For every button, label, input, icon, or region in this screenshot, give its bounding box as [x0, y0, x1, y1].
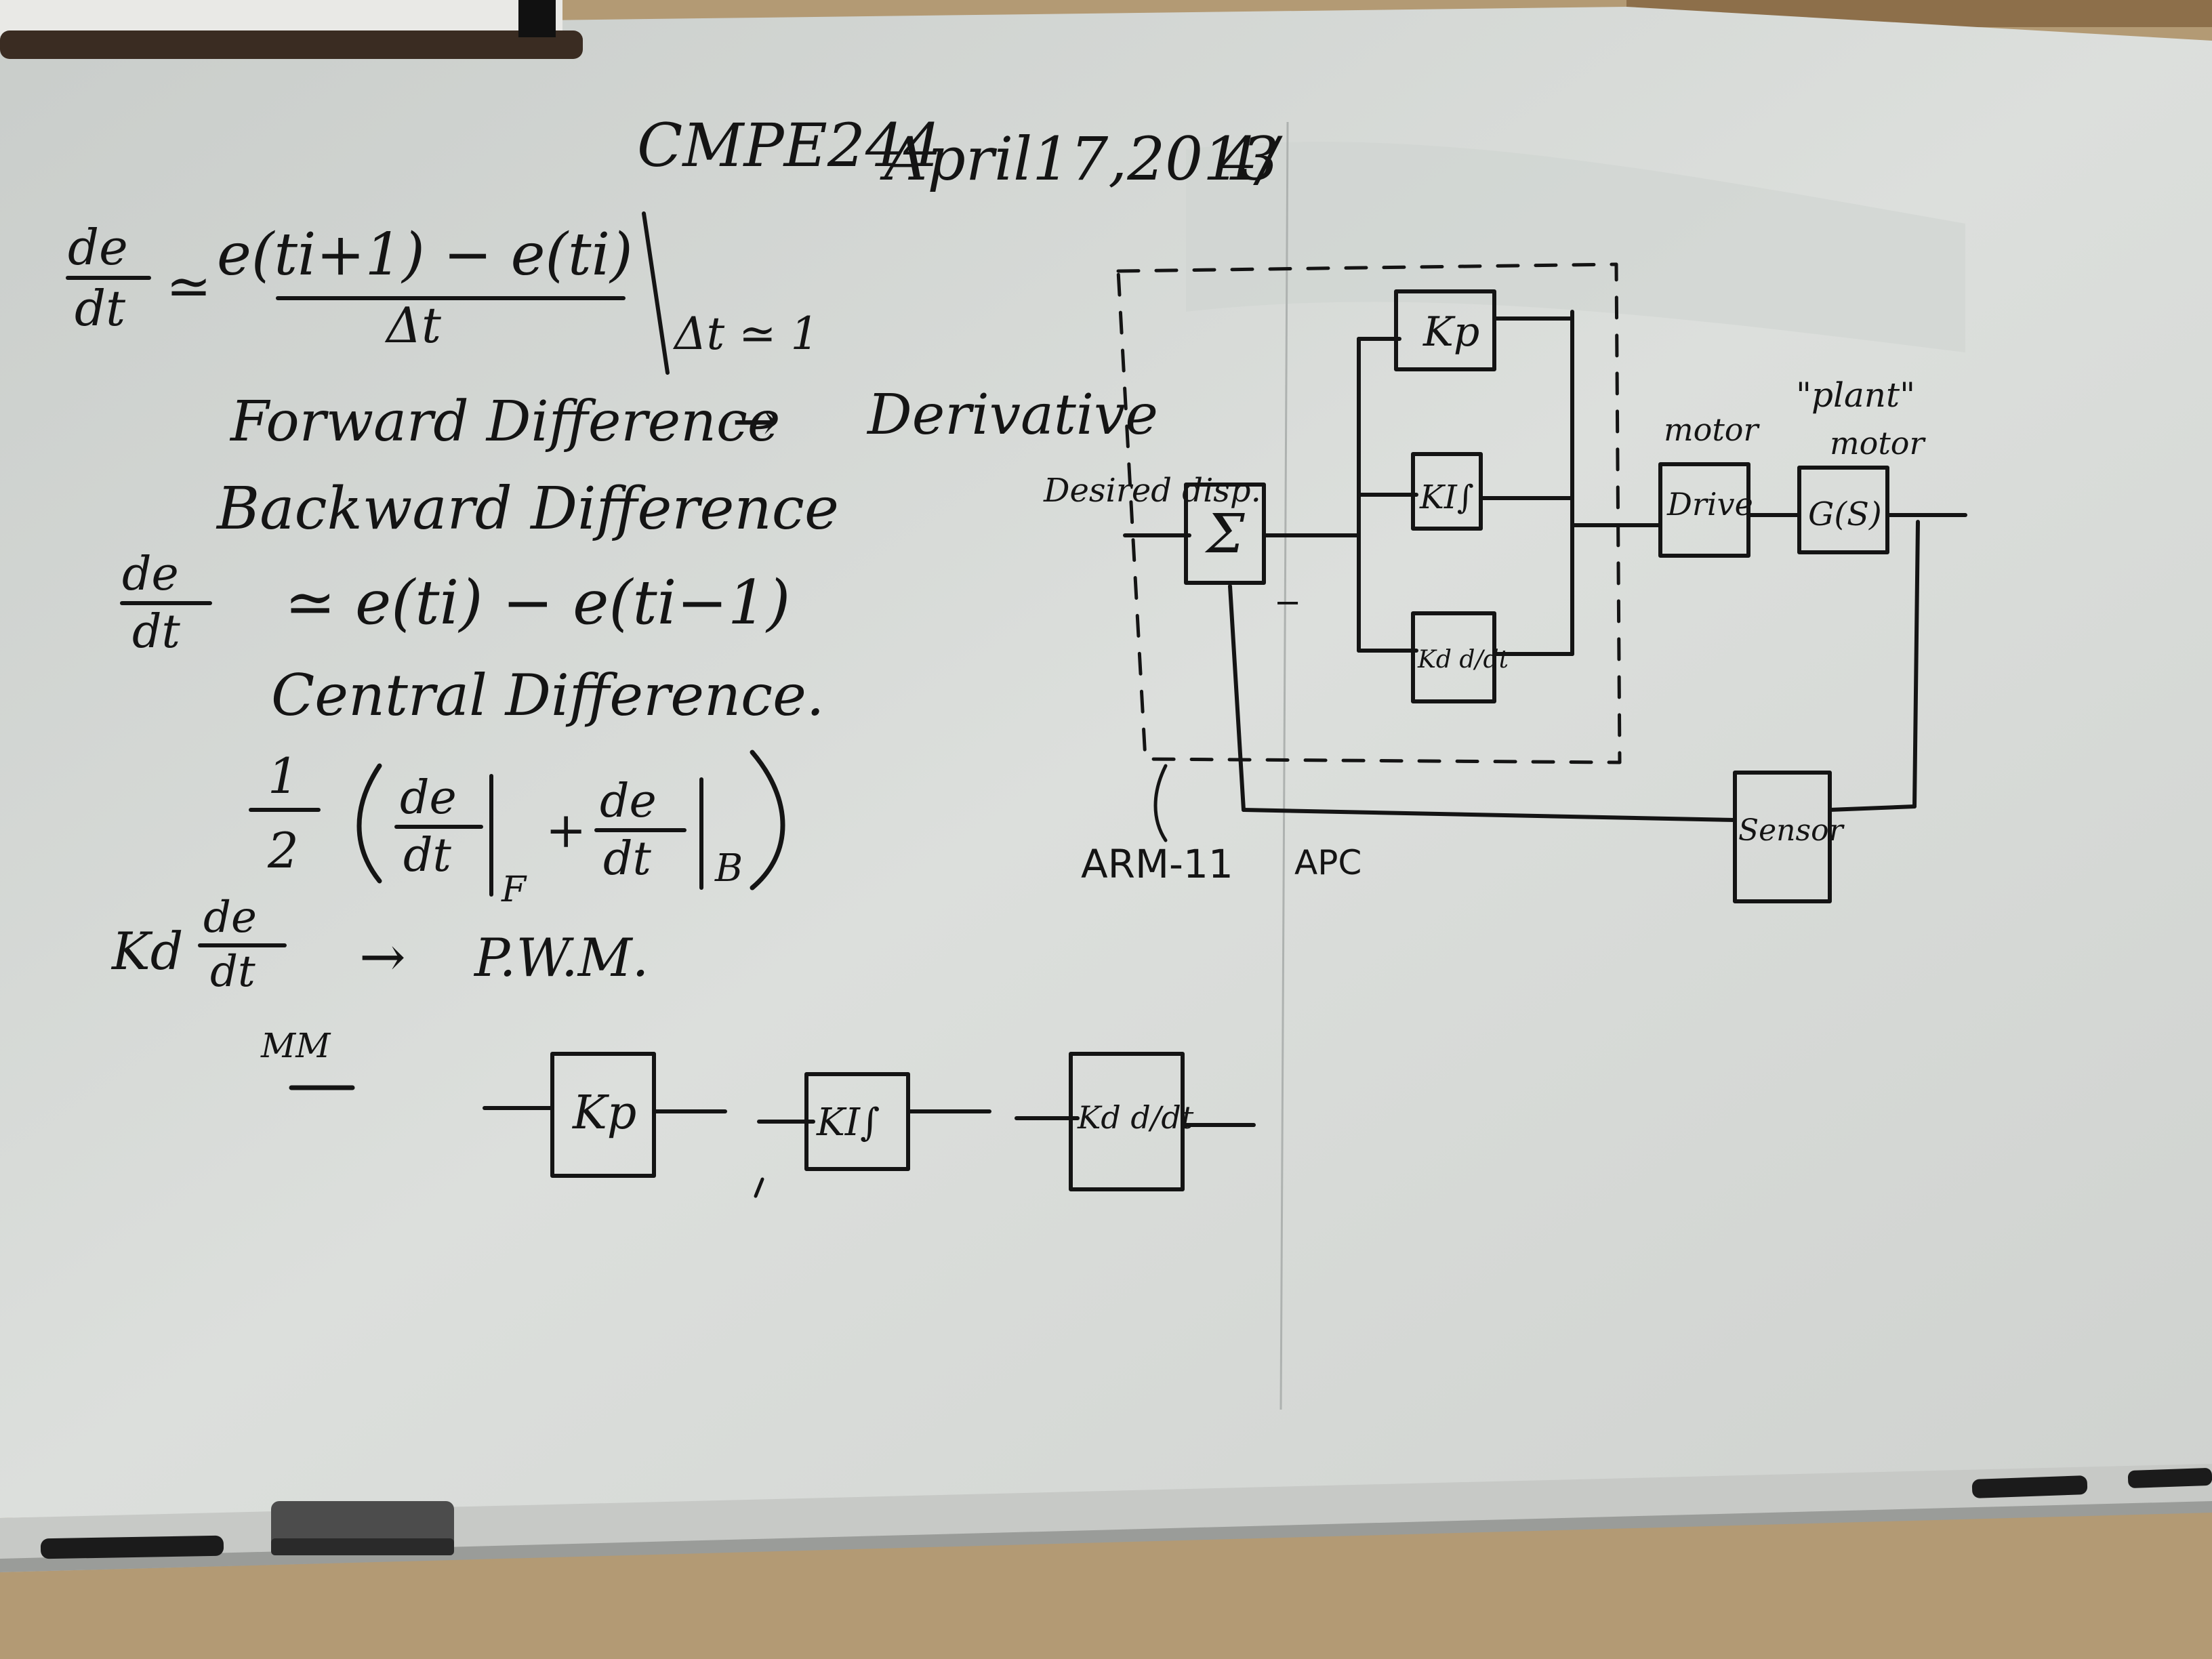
slide-number: 4/ [1219, 124, 1283, 194]
chain-kd-block [1069, 1052, 1185, 1191]
chain-comma [754, 1177, 764, 1198]
chain-ki-block [804, 1072, 910, 1171]
sensor-block [1733, 771, 1832, 903]
central-half-den: 2 [267, 822, 299, 879]
marker-right-1 [1971, 1475, 2088, 1498]
projector-screen-bar [0, 30, 583, 59]
central-sub-b: B [714, 846, 743, 890]
derivative-denominator: dt [75, 280, 126, 337]
mm-label: MM [260, 1026, 331, 1065]
chain-kp-block [550, 1052, 656, 1178]
kd-deriv-den: dt [210, 947, 255, 997]
lecture-date: April17,2013 [880, 124, 1279, 194]
central-difference-label: Central Difference. [271, 662, 825, 729]
forward-difference-label: Forward Difference [229, 390, 780, 454]
central-close-paren [750, 750, 785, 890]
central-sub-f: F [501, 869, 527, 910]
handwriting-layer: CMPE244 April17,2013 4/ de dt ≃ e(ti+1) … [66, 110, 1967, 1198]
screen-pull-handle [518, 0, 556, 37]
forward-denominator: Δt [384, 297, 442, 354]
derivative-numerator: de [68, 219, 128, 276]
arm-label: ARM-11 [1081, 841, 1233, 887]
drive-block [1658, 462, 1750, 558]
kp-block [1394, 289, 1496, 371]
sensor-block-text: Sensor [1738, 813, 1845, 848]
gs-block [1797, 466, 1889, 554]
motor2-label: motor [1830, 425, 1926, 462]
forward-arrow: → [732, 390, 779, 454]
marker-right-2 [2127, 1468, 2212, 1488]
apc-label: APC [1294, 843, 1361, 882]
feedback-return [1242, 808, 1737, 822]
evaluation-bar [642, 211, 670, 375]
pwm-label: P.W.M. [473, 928, 649, 989]
feedback-down [1912, 520, 1920, 808]
faint-eraser-smudge [1186, 142, 1965, 353]
arm-pointer [1153, 764, 1168, 842]
backward-difference-label: Backward Difference [216, 475, 839, 543]
feedback-up [1228, 584, 1246, 812]
central-plus: + [546, 802, 586, 859]
gs-block-text: G(S) [1808, 495, 1882, 533]
chain-kd-text: Kd d/dt [1077, 1099, 1194, 1136]
approx-symbol: ≃ [166, 255, 211, 318]
forward-numerator: e(ti+1) − e(ti) [217, 221, 633, 289]
kp-block-text: Kp [1422, 308, 1479, 356]
pwm-arrow: → [359, 925, 406, 989]
central-open-paren [356, 763, 382, 884]
central-b-den: dt [603, 832, 652, 886]
sum-symbol: Σ [1204, 502, 1245, 565]
ki-block [1411, 452, 1483, 531]
marker-left [40, 1535, 224, 1559]
chain-kp-text: Kp [571, 1086, 636, 1140]
eraser-felt [271, 1538, 454, 1555]
controller-dashed-boundary [1116, 262, 1622, 764]
kd-block [1411, 611, 1496, 703]
course-code: CMPE244 [637, 110, 941, 180]
central-f-den: dt [403, 829, 452, 882]
delta-condition: Δt ≃ 1 [672, 308, 819, 360]
feedback-to-sensor [1828, 804, 1917, 812]
central-f-num: de [400, 771, 457, 825]
motor-label: motor [1664, 411, 1760, 448]
backward-rhs: ≃ e(ti) − e(ti−1) [285, 567, 790, 638]
board-seam-line [1279, 121, 1289, 1410]
backward-lhs-den: dt [132, 605, 181, 659]
kd-block-text: Kd d/dt [1417, 646, 1509, 674]
marker-tray-lip [0, 1501, 2212, 1572]
desired-label: Desired disp. [1043, 472, 1261, 510]
central-b-num: de [600, 775, 657, 828]
chain-ki-text: KI∫ [816, 1101, 880, 1145]
plant-label: "plant" [1796, 375, 1915, 415]
minus-sign: − [1274, 583, 1301, 621]
drive-block-text: Drive [1666, 486, 1753, 523]
kd-deriv-num: de [203, 893, 257, 943]
kd-label: Kd [110, 921, 183, 981]
central-half-num: 1 [268, 747, 299, 804]
ki-block-text: KI∫ [1419, 478, 1474, 516]
backward-lhs-num: de [122, 548, 179, 601]
derivative-label: Derivative [866, 383, 1158, 447]
